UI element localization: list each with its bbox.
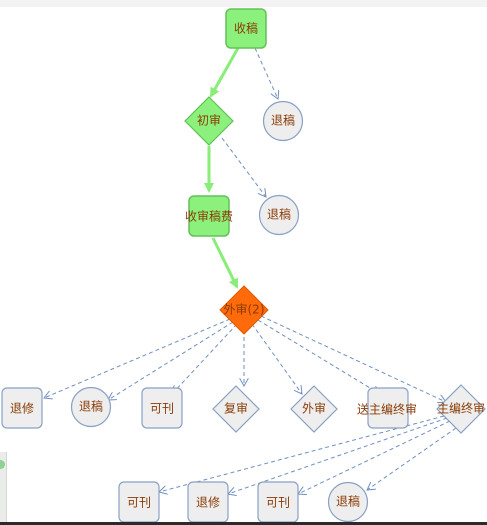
node-zhubian[interactable]: 主编终审 [436, 384, 486, 434]
node-tuigao-1[interactable]: 退稿 [262, 100, 304, 142]
node-shoushengaofei[interactable]: 收审稿费 [185, 195, 233, 237]
node-label: 可刊 [266, 496, 290, 510]
edge-waishen2-waishen [251, 323, 302, 394]
edge-waishen2-kekan [172, 323, 238, 394]
bottom-border [0, 522, 487, 525]
node-chushen[interactable]: 初审 [184, 96, 234, 146]
node-tuixiu-1[interactable]: 退修 [1, 387, 43, 429]
edge-waishen2-zhubian [260, 315, 446, 402]
node-label: 退稿 [271, 113, 295, 128]
node-songzhubian[interactable]: 送主编终审 [357, 387, 417, 429]
edge-zhubian-kekan [159, 415, 445, 492]
node-label: 送主编终审 [357, 402, 417, 417]
edge-zhubian-kekan2 [298, 420, 451, 494]
node-tuigao-3[interactable]: 退稿 [70, 386, 112, 428]
node-tuigao-2[interactable]: 退稿 [258, 194, 300, 236]
node-label: 复审 [224, 401, 248, 416]
node-kekan-3[interactable]: 可刊 [257, 481, 299, 523]
top-border [0, 0, 487, 7]
node-shougao[interactable]: 收稿 [225, 8, 267, 49]
node-label: 可刊 [150, 402, 174, 416]
edge-shougao-tuigao [254, 47, 278, 99]
node-tuigao-4[interactable]: 退稿 [327, 481, 369, 523]
node-waishen[interactable]: 外审 [290, 385, 338, 433]
node-label: 退稿 [336, 494, 360, 509]
node-label: 主编终审 [437, 401, 485, 416]
node-label: 退修 [10, 401, 34, 416]
edge-waishen2-tuigao [108, 321, 234, 400]
edge-shoushengaofei-waishen2 [211, 237, 239, 289]
node-waishen-2[interactable]: 外审(2) [219, 285, 269, 335]
dashed-edges [44, 47, 457, 494]
edge-waishen2-songzhubian [257, 319, 380, 394]
node-label: 可刊 [127, 496, 151, 510]
left-panel-edge [0, 452, 7, 522]
main-edges [204, 47, 240, 289]
node-kekan-1[interactable]: 可刊 [141, 387, 183, 429]
node-fushen[interactable]: 复审 [212, 385, 260, 433]
node-tuixiu-2[interactable]: 退修 [187, 481, 229, 523]
status-dot-icon [0, 460, 5, 469]
node-kekan-2[interactable]: 可刊 [118, 481, 160, 523]
node-label: 退修 [196, 495, 220, 510]
node-label: 退稿 [79, 399, 103, 414]
edge-chushen-tuigao [221, 137, 266, 197]
edge-waishen2-tuixiu [44, 318, 231, 398]
edge-shougao-chushen [209, 47, 240, 98]
node-label: 收审稿费 [185, 209, 233, 224]
node-label: 退稿 [267, 207, 291, 222]
node-label: 外审 [302, 401, 326, 416]
edge-zhubian-tuigao [367, 427, 457, 490]
node-label: 收稿 [234, 21, 258, 36]
node-label: 初审 [197, 113, 221, 128]
edge-zhubian-tuixiu [228, 417, 448, 494]
node-label: 外审(2) [224, 302, 265, 317]
